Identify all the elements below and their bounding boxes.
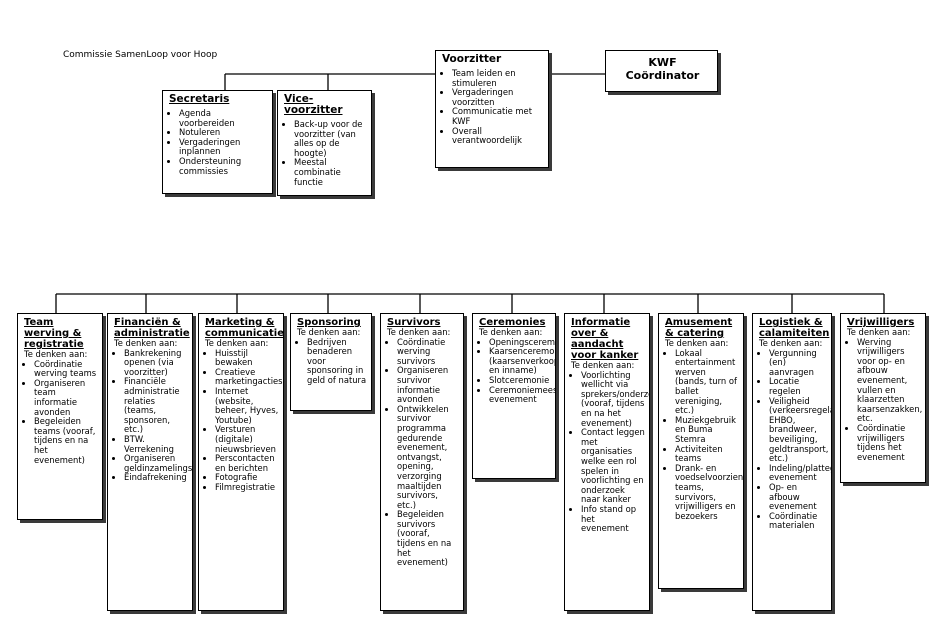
team-item: Fotografie — [215, 473, 279, 483]
team-item: Vergunning (en) aanvragen — [769, 348, 827, 378]
team-item: Coördinatie werving teams — [34, 359, 98, 379]
team-item: Bedrijven benaderen voor sponsoring in g… — [307, 337, 367, 386]
team-box-logistiek: Logistiek & calamiteiten Te denken aan: … — [752, 313, 832, 611]
team-box-sponsoring: Sponsoring Te denken aan: Bedrijven bena… — [290, 313, 372, 411]
team-item: Perscontacten en berichten — [215, 453, 279, 473]
team-item: Werving vrijwilligers voor op- en afbouw… — [857, 337, 922, 424]
team-title: Amusement & catering — [665, 317, 733, 339]
team-item: Begeleiden teams (vooraf, tijdens en na … — [34, 416, 98, 465]
team-title: Vrijwilligers — [847, 317, 915, 328]
voorzitter-item: Vergaderingen voorzitten — [452, 87, 544, 107]
secretaris-box: Secretaris Agenda voorbereiden Notuleren… — [162, 90, 273, 194]
vice-voorzitter-box: Vice-voorzitter Back-up voor de voorzitt… — [277, 90, 372, 196]
secretaris-item: Ondersteuning commissies — [179, 156, 268, 176]
team-item: Versturen (digitale) nieuwsbrieven — [215, 425, 279, 454]
team-item: Locatie regelen — [769, 377, 827, 396]
team-item: Contact leggen met organisaties welke ee… — [581, 427, 645, 505]
team-box-marketing: Marketing & communicatie Te denken aan: … — [198, 313, 284, 611]
team-title: Sponsoring — [297, 317, 361, 328]
team-title: Survivors — [387, 317, 441, 328]
team-item: Ontwikkelen survivor programma gedurende… — [397, 404, 459, 511]
team-item: Coördinatie werving survivors — [397, 337, 459, 367]
team-item: Begeleiden survivors (vooraf, tijdens en… — [397, 510, 459, 568]
voorzitter-box: Voorzitter Team leiden en stimuleren Ver… — [435, 50, 549, 168]
team-item: Lokaal entertainment werven (bands, turn… — [675, 348, 739, 416]
team-item: Filmregistratie — [215, 482, 279, 493]
voorzitter-item: Communicatie met KWF — [452, 107, 544, 126]
secretaris-title: Secretaris — [169, 93, 230, 105]
team-item: Drank- en voedselvoorziening teams, surv… — [675, 463, 743, 522]
team-subtitle: Te denken aan: — [205, 338, 269, 348]
team-item: Veiligheid (verkeersregelaars, EHBO, bra… — [769, 396, 831, 464]
team-item: Indeling/plattegrond evenement — [769, 463, 831, 483]
team-item: Ceremoniemeester evenement — [489, 385, 555, 405]
team-item: Internet (website, beheer, Hyves, Youtub… — [215, 386, 279, 425]
team-item: Financiële administratie relaties (teams… — [124, 377, 188, 435]
secretaris-item: Notuleren — [179, 128, 268, 138]
vice-voorzitter-title: Vice-voorzitter — [284, 93, 343, 116]
team-item: Slotceremonie — [489, 375, 551, 386]
team-box-survivors: Survivors Te denken aan: Coördinatie wer… — [380, 313, 464, 611]
team-item: Voorlichting wellicht via sprekers/onder… — [581, 370, 649, 429]
team-item: Muziekgebruik en Buma Stemra — [675, 415, 739, 445]
team-box-ceremonies: Ceremonies Te denken aan: Openingsceremo… — [472, 313, 556, 479]
secretaris-item: Agenda voorbereiden — [179, 108, 268, 128]
secretaris-item: Vergaderingen inplannen — [179, 137, 268, 157]
team-item: Bankrekening openen (via voorzitter) — [124, 348, 188, 378]
team-subtitle: Te denken aan: — [297, 327, 361, 337]
team-item: Organiseren survivor informatie avonden — [397, 366, 459, 404]
team-subtitle: Te denken aan: — [387, 327, 451, 337]
team-item: Organiseren team informatie avonden — [34, 378, 98, 417]
team-title: Informatie over & aandacht voor kanker — [571, 317, 639, 361]
team-box-werving: Team werving & registratie Te denken aan… — [17, 313, 103, 520]
voorzitter-item: Overall verantwoordelijk — [452, 126, 544, 146]
voorzitter-title: Voorzitter — [442, 53, 502, 65]
kwf-title: KWF — [648, 56, 677, 69]
team-item: Openingsceremonie — [489, 337, 555, 348]
team-subtitle: Te denken aan: — [847, 327, 911, 337]
vice-voorzitter-item: Meestal combinatie functie — [294, 158, 367, 187]
team-item: Organiseren geldinzamelingsavonden — [124, 453, 192, 473]
team-item: Op- en afbouw evenement — [769, 482, 827, 512]
team-item: Coördinatie materialen — [769, 511, 827, 531]
kwf-subtitle: Coördinator — [625, 69, 700, 82]
team-title: Marketing & communicatie — [205, 317, 284, 339]
team-title: Team werving & registratie — [24, 317, 84, 350]
team-subtitle: Te denken aan: — [24, 349, 88, 359]
team-box-financien: Financiën & administratie Te denken aan:… — [107, 313, 193, 611]
team-subtitle: Te denken aan: — [114, 338, 178, 348]
team-title: Financiën & administratie — [114, 317, 190, 339]
team-subtitle: Te denken aan: — [479, 327, 543, 337]
team-box-amusement: Amusement & catering Te denken aan: Loka… — [658, 313, 744, 589]
team-item: BTW. Verrekening — [124, 434, 188, 454]
team-item: Kaarsenceremonie (kaarsenverkoop en inna… — [489, 346, 555, 376]
team-item: Huisstijl bewaken — [215, 348, 279, 368]
team-item: Info stand op het evenement — [581, 504, 645, 534]
team-item: Creatieve marketingacties — [215, 367, 283, 387]
team-title: Ceremonies — [479, 317, 546, 328]
team-item: Coördinatie vrijwilligers tijdens het ev… — [857, 423, 921, 462]
voorzitter-item: Team leiden en stimuleren — [452, 68, 544, 88]
team-item: Activiteiten teams — [675, 444, 739, 464]
team-box-vrijwilligers: Vrijwilligers Te denken aan: Werving vri… — [840, 313, 926, 483]
team-subtitle: Te denken aan: — [665, 338, 729, 348]
committee-title: Commissie SamenLoop voor Hoop — [63, 50, 218, 60]
team-item: Eindafrekening — [124, 473, 188, 483]
kwf-coordinator-box: KWF Coördinator — [605, 50, 718, 92]
team-subtitle: Te denken aan: — [571, 360, 635, 370]
team-box-informatie: Informatie over & aandacht voor kanker T… — [564, 313, 650, 611]
team-title: Logistiek & calamiteiten — [759, 317, 830, 339]
team-subtitle: Te denken aan: — [759, 338, 823, 348]
vice-voorzitter-item: Back-up voor de voorzitter (van alles op… — [294, 119, 367, 158]
